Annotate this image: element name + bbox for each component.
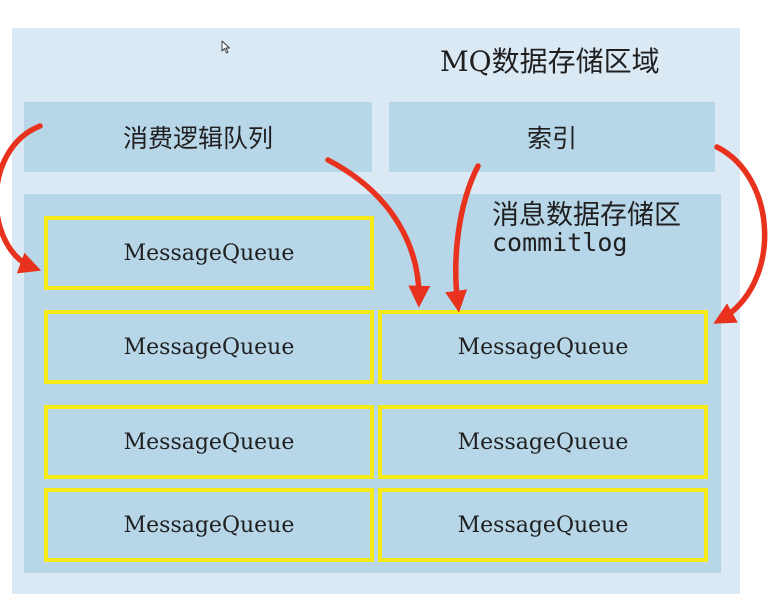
message-queue-left-3: MessageQueue — [44, 405, 374, 479]
message-queue-label: MessageQueue — [457, 512, 629, 538]
message-queue-label: MessageQueue — [123, 240, 295, 266]
consumer-logic-queue-box: 消费逻辑队列 — [24, 102, 372, 172]
message-queue-left-4: MessageQueue — [44, 488, 374, 562]
message-queue-right-2: MessageQueue — [378, 405, 708, 479]
region-title: MQ数据存储区域 — [440, 45, 660, 78]
message-queue-label: MessageQueue — [123, 429, 295, 455]
message-queue-left-1: MessageQueue — [44, 216, 374, 290]
message-queue-right-1: MessageQueue — [378, 310, 708, 384]
message-queue-label: MessageQueue — [123, 512, 295, 538]
index-box: 索引 — [389, 102, 715, 172]
mouse-pointer-icon — [221, 40, 230, 54]
consumer-logic-queue-label: 消费逻辑队列 — [122, 124, 273, 153]
message-queue-right-3: MessageQueue — [378, 488, 708, 562]
message-queue-label: MessageQueue — [123, 334, 295, 360]
message-queue-label: MessageQueue — [457, 429, 629, 455]
message-store-title: 消息数据存储区 — [492, 200, 681, 231]
index-label: 索引 — [526, 124, 577, 153]
message-store-subtitle: commitlog — [492, 228, 628, 257]
message-queue-left-2: MessageQueue — [44, 310, 374, 384]
message-queue-label: MessageQueue — [457, 334, 629, 360]
